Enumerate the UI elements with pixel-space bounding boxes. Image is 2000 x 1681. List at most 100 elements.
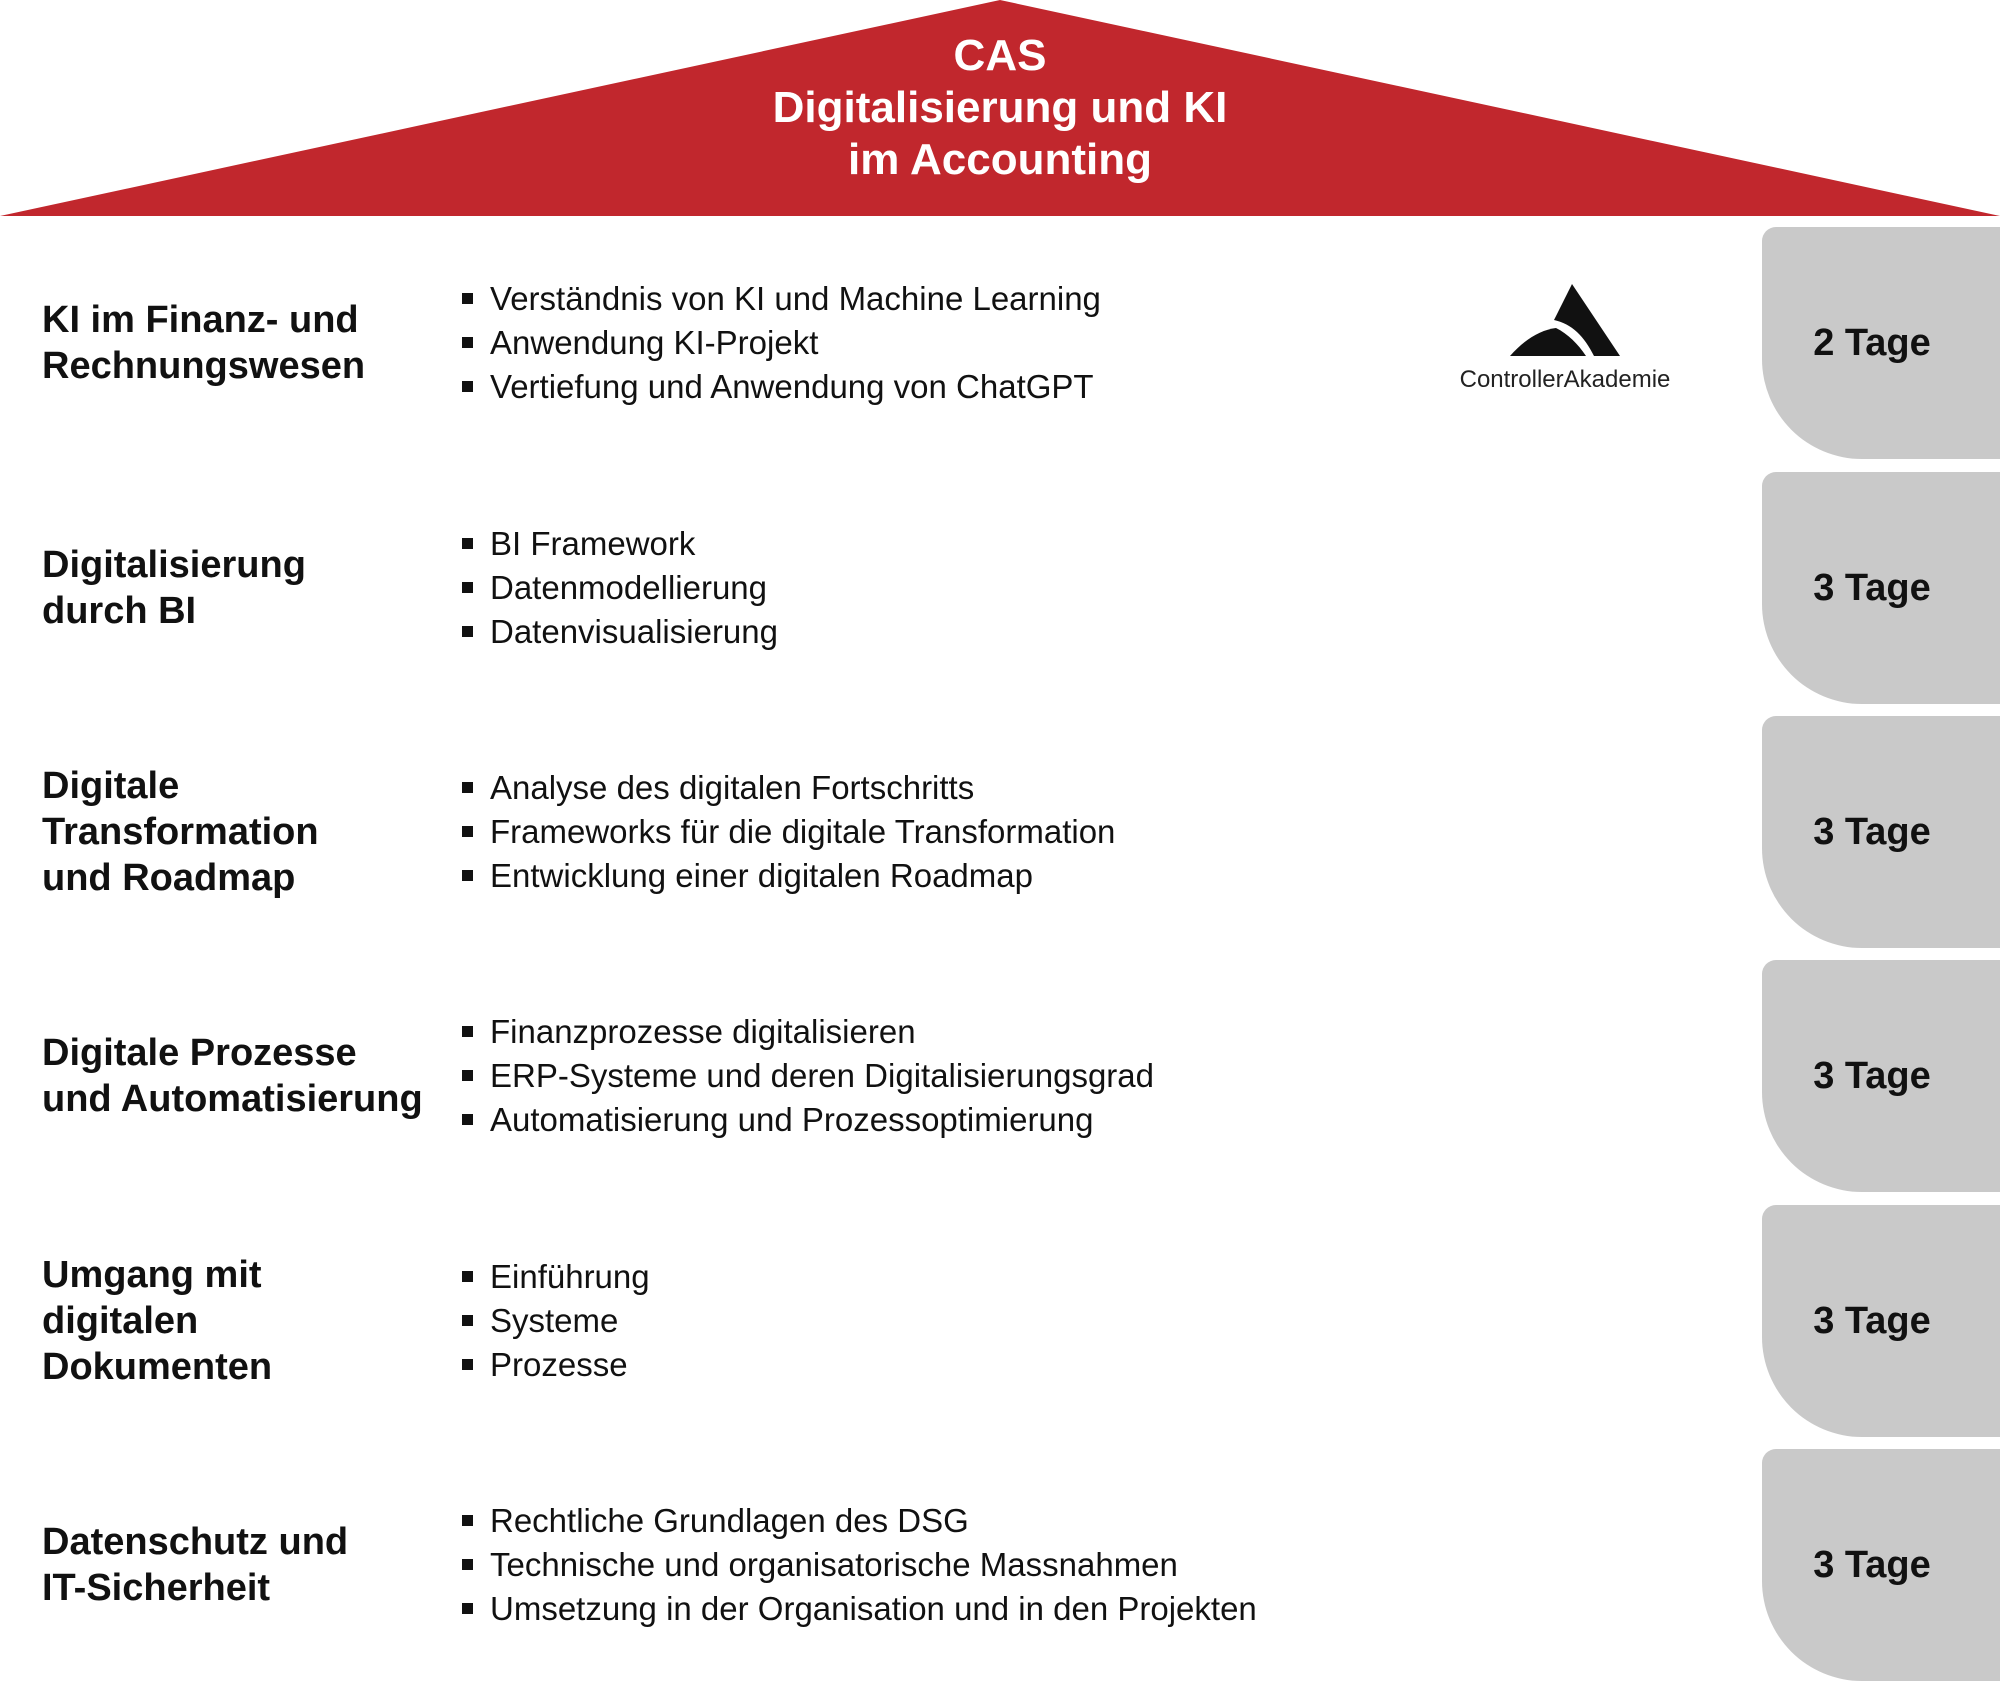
topic-label: Umsetzung in der Organisation und in den… — [490, 1590, 1257, 1627]
module-title-line: Transformation — [42, 811, 319, 853]
module-title-line: Digitalisierung — [42, 544, 306, 586]
duration-tab: 2 Tage — [1762, 227, 2000, 459]
topic-label: Verständnis von KI und Machine Learning — [490, 280, 1101, 317]
square-bullet-icon — [462, 826, 473, 837]
topic-item: Entwicklung einer digitalen Roadmap — [460, 854, 1440, 898]
topic-item: Datenmodellierung — [460, 566, 1440, 610]
topic-label: ERP-Systeme und deren Digitalisierungsgr… — [490, 1057, 1154, 1094]
topic-item: Finanzprozesse digitalisieren — [460, 1010, 1440, 1054]
duration-tab: 3 Tage — [1762, 960, 2000, 1192]
duration-tab: 3 Tage — [1762, 1449, 2000, 1681]
topic-label: Einführung — [490, 1258, 650, 1295]
square-bullet-icon — [462, 1114, 473, 1125]
square-bullet-icon — [462, 293, 473, 304]
square-bullet-icon — [462, 1515, 473, 1526]
topic-item: Technische und organisatorische Massnahm… — [460, 1543, 1440, 1587]
topic-item: BI Framework — [460, 522, 1440, 566]
topic-item: Verständnis von KI und Machine Learning — [460, 277, 1440, 321]
module-title-line: Umgang mit — [42, 1254, 262, 1296]
topic-label: Analyse des digitalen Fortschritts — [490, 769, 975, 806]
logo-wordmark: ControllerAkademie — [1459, 366, 1671, 393]
square-bullet-icon — [462, 1315, 473, 1326]
topic-label: Automatisierung und Prozessoptimierung — [490, 1101, 1094, 1138]
topic-item: Analyse des digitalen Fortschritts — [460, 766, 1440, 810]
square-bullet-icon — [462, 337, 473, 348]
square-bullet-icon — [462, 1026, 473, 1037]
mountain-triangle-icon — [1510, 284, 1620, 356]
topic-item: Vertiefung und Anwendung von ChatGPT — [460, 365, 1440, 409]
module-title-line: und Roadmap — [42, 857, 296, 899]
topic-label: Rechtliche Grundlagen des DSG — [490, 1502, 969, 1539]
roof-shape — [0, 0, 2000, 216]
program-title: CAS Digitalisierung und KI im Accounting — [600, 30, 1400, 186]
roof-banner — [0, 0, 2000, 216]
controllerakademie-logo: ControllerAkademie — [1440, 284, 1690, 404]
topic-label: Entwicklung einer digitalen Roadmap — [490, 857, 1033, 894]
square-bullet-icon — [462, 1271, 473, 1282]
module-title-line: digitalen — [42, 1300, 199, 1342]
topic-label: Vertiefung und Anwendung von ChatGPT — [490, 368, 1094, 405]
topic-label: BI Framework — [490, 525, 696, 562]
module-title-line: IT-Sicherheit — [42, 1567, 271, 1609]
topic-label: Prozesse — [490, 1346, 628, 1383]
topic-label: Finanzprozesse digitalisieren — [490, 1013, 916, 1050]
topic-label: Systeme — [490, 1302, 619, 1339]
program-title-line: im Accounting — [848, 135, 1152, 184]
duration-tab: 3 Tage — [1762, 716, 2000, 948]
square-bullet-icon — [462, 538, 473, 549]
topic-item: Umsetzung in der Organisation und in den… — [460, 1587, 1440, 1631]
module-title-line: KI im Finanz- und — [42, 299, 359, 341]
module-title-line: Digitale — [42, 765, 180, 807]
program-title-line: CAS — [953, 31, 1047, 80]
module-title-line: Digitale Prozesse — [42, 1032, 357, 1074]
module-title-line: durch BI — [42, 590, 197, 632]
topic-label: Technische und organisatorische Massnahm… — [490, 1546, 1178, 1583]
topic-item: Systeme — [460, 1299, 1440, 1343]
topic-item: Datenvisualisierung — [460, 610, 1440, 654]
topic-item: Prozesse — [460, 1343, 1440, 1387]
square-bullet-icon — [462, 1559, 473, 1570]
topic-list: Rechtliche Grundlagen des DSG Technische … — [460, 1449, 1440, 1681]
square-bullet-icon — [462, 1070, 473, 1081]
topic-label: Datenmodellierung — [490, 569, 768, 606]
duration-tab: 3 Tage — [1762, 472, 2000, 704]
program-title-line: Digitalisierung und KI — [772, 83, 1228, 132]
square-bullet-icon — [462, 870, 473, 881]
topic-label: Anwendung KI-Projekt — [490, 324, 819, 361]
module-title-line: und Automatisierung — [42, 1078, 423, 1120]
topic-item: Rechtliche Grundlagen des DSG — [460, 1499, 1440, 1543]
square-bullet-icon — [462, 1603, 473, 1614]
duration-tab: 3 Tage — [1762, 1205, 2000, 1437]
topic-item: Anwendung KI-Projekt — [460, 321, 1440, 365]
square-bullet-icon — [462, 782, 473, 793]
module-title-line: Rechnungswesen — [42, 345, 366, 387]
square-bullet-icon — [462, 626, 473, 637]
topic-label: Frameworks für die digitale Transformati… — [490, 813, 1116, 850]
module-title-line: Dokumenten — [42, 1346, 273, 1388]
topic-item: Automatisierung und Prozessoptimierung — [460, 1098, 1440, 1142]
topic-item: Einführung — [460, 1255, 1440, 1299]
square-bullet-icon — [462, 582, 473, 593]
topic-item: Frameworks für die digitale Transformati… — [460, 810, 1440, 854]
module-title-line: Datenschutz und — [42, 1521, 349, 1563]
topic-label: Datenvisualisierung — [490, 613, 778, 650]
square-bullet-icon — [462, 381, 473, 392]
topic-item: ERP-Systeme und deren Digitalisierungsgr… — [460, 1054, 1440, 1098]
square-bullet-icon — [462, 1359, 473, 1370]
